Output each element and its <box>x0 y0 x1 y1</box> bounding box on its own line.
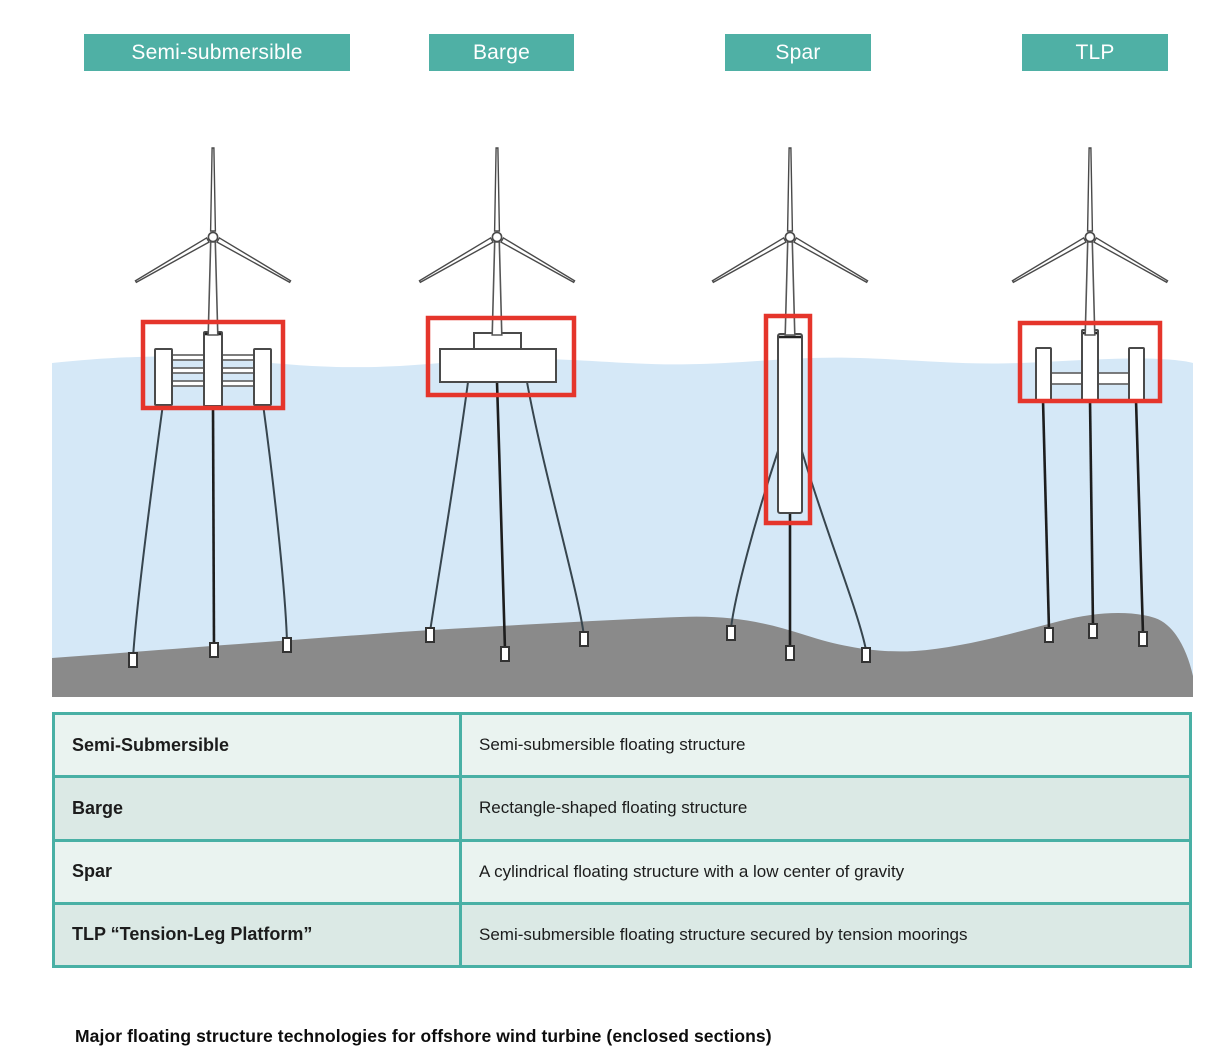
anchor <box>500 646 510 662</box>
wind-turbine <box>710 147 870 336</box>
anchor <box>1138 631 1148 647</box>
anchor <box>425 627 435 643</box>
mooring-line <box>429 381 469 633</box>
wind-turbine <box>1010 147 1170 336</box>
mooring-line <box>211 405 216 649</box>
spar-unit <box>710 147 871 663</box>
barge-unit <box>417 147 589 662</box>
table-row: Semi-Submersible Semi-submersible floati… <box>52 711 1192 779</box>
table-description: Semi-submersible floating structure <box>459 711 1192 779</box>
label-tlp: TLP <box>1022 34 1168 71</box>
seabed <box>52 612 1193 697</box>
table-term: Semi-Submersible <box>52 711 462 779</box>
label-barge: Barge <box>429 34 574 71</box>
sea-water <box>52 356 1193 697</box>
offshore-wind-diagram <box>52 147 1193 697</box>
highlight-box-spar <box>763 313 813 526</box>
anchor <box>579 631 589 647</box>
label-spar: Spar <box>725 34 871 71</box>
mooring-line <box>526 381 585 637</box>
anchor <box>1044 627 1054 643</box>
table-description: A cylindrical floating structure with a … <box>459 838 1192 905</box>
mooring-line <box>495 381 507 651</box>
mooring-line <box>132 403 164 659</box>
wind-turbine <box>417 147 577 336</box>
semi-submersible-platform <box>154 331 272 407</box>
tension-mooring-line <box>1088 399 1095 627</box>
tlp-unit <box>1010 147 1170 647</box>
table-description: Rectangle-shaped floating structure <box>459 775 1192 842</box>
anchor <box>209 642 219 658</box>
anchor <box>726 625 736 641</box>
tension-mooring-line <box>1041 399 1051 631</box>
table-row: Barge Rectangle-shaped floating structur… <box>52 775 1192 842</box>
highlight-box-barge <box>425 315 577 398</box>
table-description: Semi-submersible floating structure secu… <box>459 901 1192 969</box>
anchor <box>861 647 871 663</box>
mooring-line <box>262 403 288 644</box>
anchor <box>1088 623 1098 639</box>
table-row: TLP “Tension-Leg Platform” Semi-submersi… <box>52 901 1192 969</box>
anchor <box>128 652 138 668</box>
tension-mooring-line <box>1134 399 1145 635</box>
technology-table: Semi-Submersible Semi-submersible floati… <box>52 711 1192 969</box>
table-term: TLP “Tension-Leg Platform” <box>52 901 462 969</box>
highlight-box-tlp <box>1017 320 1163 404</box>
figure-caption: Major floating structure technologies fo… <box>75 1026 772 1046</box>
anchor <box>282 637 292 653</box>
label-semi-submersible: Semi-submersible <box>84 34 350 71</box>
wind-turbine <box>133 147 293 336</box>
barge-platform <box>439 332 557 383</box>
highlight-box-semi-submersible <box>140 319 286 411</box>
spar-platform <box>777 333 803 514</box>
table-term: Spar <box>52 838 462 905</box>
semi-submersible-unit <box>128 147 293 668</box>
table-term: Barge <box>52 775 462 842</box>
anchor <box>785 645 795 661</box>
table-row: Spar A cylindrical floating structure wi… <box>52 838 1192 905</box>
mooring-line <box>730 447 780 629</box>
